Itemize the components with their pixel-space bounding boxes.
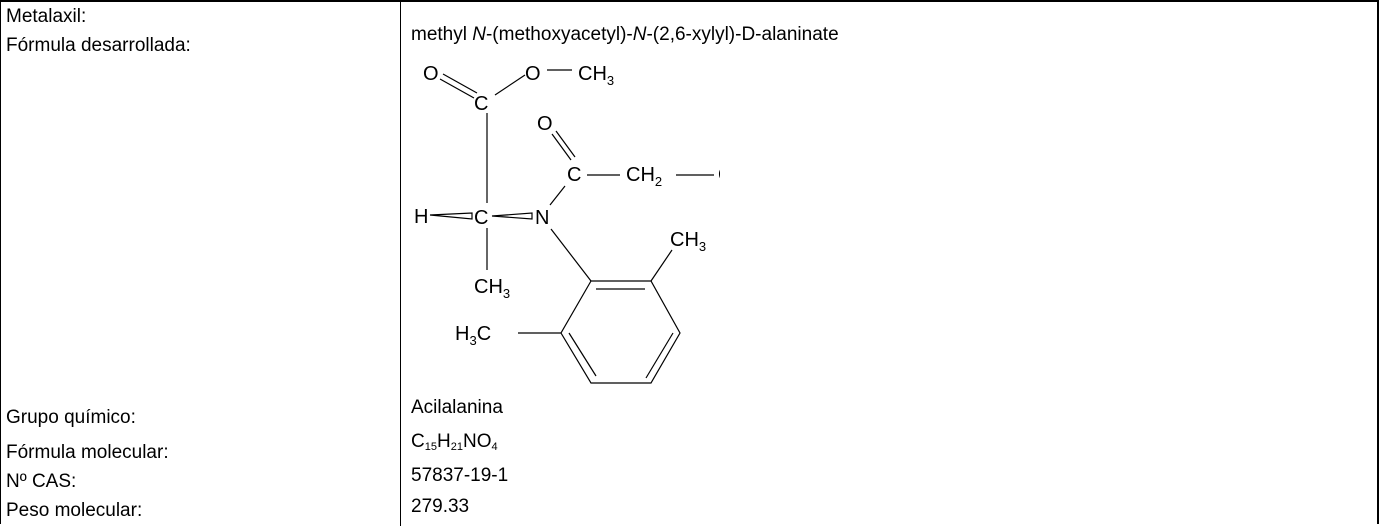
formula-subscript: 15 [424, 441, 437, 453]
atom-ch3-alpha: CH3 [474, 276, 510, 301]
bond-ring-ch3 [650, 249, 673, 282]
bond-n-ring [550, 228, 592, 282]
formula-element: H [436, 431, 451, 452]
bond-c-o-double-2 [442, 73, 478, 94]
atom-o-ether: O [718, 164, 720, 186]
formula-subscript: 21 [450, 441, 463, 453]
formula-element: NO [462, 431, 492, 452]
atom-ch3-ring: CH3 [670, 229, 706, 254]
structural-formula-diagram: O O CH3 C O C CH2 O CH3 H C N CH3 CH3 H3… [414, 63, 720, 384]
formula-element: C [411, 431, 425, 452]
iupac-name-n-italic: N [472, 24, 486, 45]
atom-o-ester: O [525, 63, 541, 85]
column-divider [400, 2, 401, 526]
bond-c-o-ester [494, 74, 526, 96]
wedge-bond-h [429, 212, 473, 220]
label-molecular-formula: Fórmula molecular: [6, 442, 169, 463]
atom-h: H [414, 206, 428, 228]
iupac-name-text: -(2,6-xylyl)-D-alaninate [646, 24, 839, 45]
ring-double-bond-3 [568, 332, 597, 377]
molecular-weight-value: 279.33 [411, 496, 470, 517]
benzene-ring [560, 280, 681, 384]
bond-amide-double-2 [555, 130, 576, 158]
atom-c-alpha: C [474, 207, 488, 229]
label-structural-formula: Fórmula desarrollada: [6, 35, 191, 56]
ring-double-bond-2 [645, 332, 674, 379]
atom-c-amide: C [567, 164, 581, 186]
bond-c-o-double-1 [439, 78, 475, 99]
iupac-name-text: methyl [411, 24, 473, 45]
molecular-formula-value: C15H21NO4 [411, 430, 498, 454]
formula-subscript: 4 [491, 441, 498, 453]
iupac-name-n-italic: N [632, 24, 647, 45]
atom-n: N [535, 207, 549, 229]
atom-c-carbonyl: C [474, 93, 488, 115]
atom-ch3-ester: CH3 [578, 63, 614, 88]
atom-h3c: H3C [455, 323, 491, 348]
chemical-group-value: Acilalanina [411, 397, 503, 418]
label-molecular-weight: Peso molecular: [6, 500, 143, 521]
atom-ch2: CH2 [626, 164, 662, 189]
cas-number-value: 57837-19-1 [411, 465, 509, 486]
iupac-name: methyl N-(methoxyacetyl)-N-(2,6-xylyl)-D… [411, 23, 839, 47]
label-cas-number: Nº CAS: [6, 471, 77, 492]
wedge-bond-n [491, 212, 533, 220]
bond-c-n [549, 185, 566, 206]
label-substance: Metalaxil: [6, 6, 87, 27]
label-chemical-group: Grupo químico: [6, 407, 136, 428]
atom-o-carbonyl-ester: O [423, 63, 439, 85]
bond-amide-double-1 [551, 133, 572, 161]
atom-o-amide: O [537, 113, 553, 135]
iupac-name-text: -(methoxyacetyl)- [485, 24, 633, 45]
